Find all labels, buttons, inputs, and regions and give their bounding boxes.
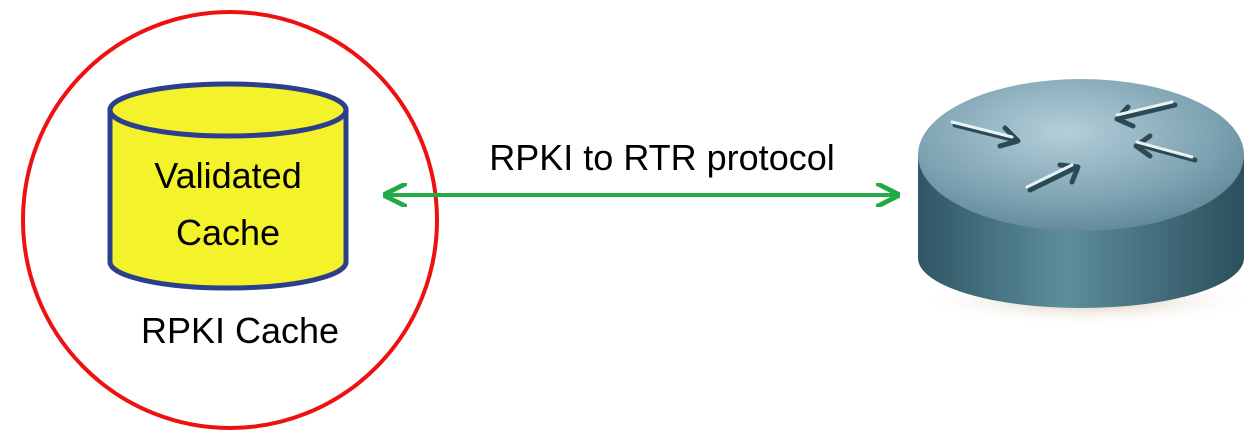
rpki-cache-label: RPKI Cache <box>141 310 339 351</box>
database-cylinder-icon <box>107 81 349 291</box>
router-icon <box>918 79 1249 326</box>
rpki-cache-boundary-circle <box>21 10 439 430</box>
cylinder-label-line2: Cache <box>176 212 280 253</box>
link-label: RPKI to RTR protocol <box>489 137 834 178</box>
cylinder-label-line1: Validated <box>154 155 301 196</box>
